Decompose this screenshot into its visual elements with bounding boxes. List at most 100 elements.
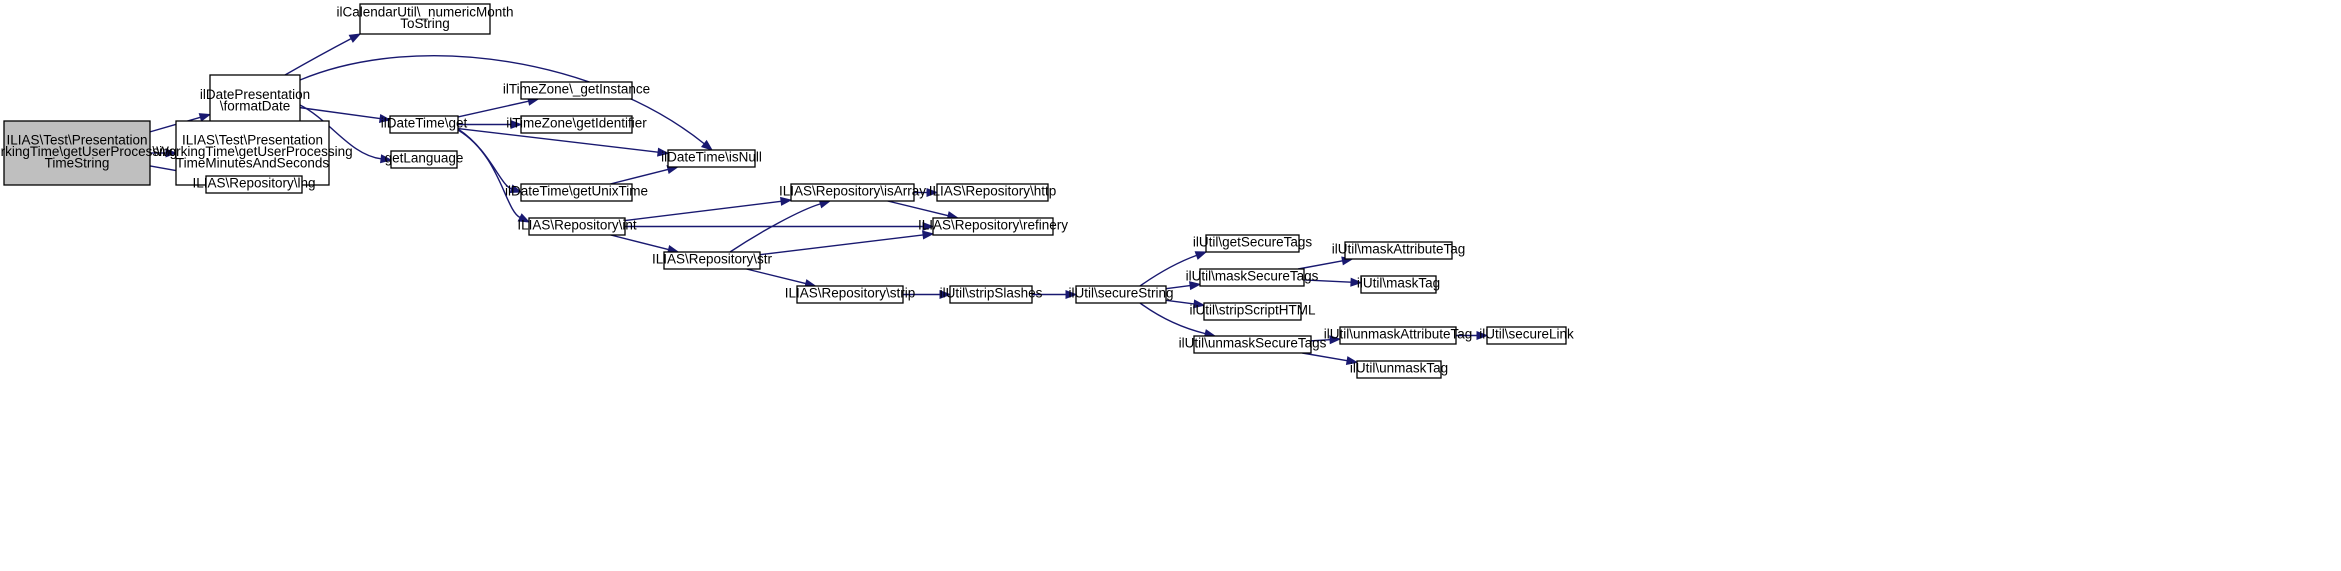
node-stripScriptHTML[interactable]: ilUtil\stripScriptHTML: [1189, 302, 1316, 321]
arrowhead: [509, 184, 523, 193]
edge-line: [299, 104, 382, 160]
node-maskSecureTags[interactable]: ilUtil\maskSecureTags: [1186, 268, 1319, 287]
node-label-line: \formatDate: [220, 98, 291, 113]
edge-line: [887, 200, 949, 217]
node-box: [3, 120, 151, 186]
node-tzGetIdentifier[interactable]: ilTimeZone\getIdentifier: [506, 115, 647, 134]
edge-line: [299, 106, 381, 120]
node-label-line: ToString: [400, 16, 450, 31]
node-box: [1199, 268, 1305, 287]
node-dtGet[interactable]: ilDateTime\get: [381, 115, 468, 134]
node-repoIsArray[interactable]: ILIAS\Repository\isArray: [779, 183, 926, 202]
node-box: [1486, 326, 1567, 345]
node-label-line: ilCalendarUtil\_numericMonth: [336, 4, 513, 19]
node-label-line: ilDatePresentation: [200, 87, 310, 102]
edge-line: [610, 234, 669, 251]
node-box: [1356, 360, 1442, 379]
edge-line: [284, 38, 352, 76]
node-repoInt[interactable]: ILIAS\Repository\int: [517, 217, 637, 236]
edge-line: [1165, 299, 1195, 305]
node-unmaskAttributeTag[interactable]: ilUtil\unmaskAttributeTag: [1324, 326, 1473, 345]
node-box: [520, 81, 633, 100]
node-maskAttributeTag[interactable]: ilUtil\maskAttributeTag: [1332, 241, 1466, 260]
node-label-line: ILIAS\Repository\str: [652, 252, 773, 267]
node-box: [1344, 241, 1453, 260]
node-label-line: ILIAS\Repository\int: [517, 218, 637, 233]
node-getUnixTime[interactable]: ilDateTime\getUnixTime: [505, 183, 648, 202]
edge-maskSecureTags-to-maskAttributeTag: [1297, 256, 1354, 270]
edge-line: [1139, 302, 1206, 335]
edge-line: [624, 200, 782, 222]
node-maskTag[interactable]: ilUtil\maskTag: [1357, 275, 1440, 294]
arrowhead: [922, 221, 935, 232]
edge-line: [149, 116, 201, 133]
edge-line: [746, 268, 806, 285]
edge-line: [610, 168, 669, 185]
arrowhead: [922, 230, 935, 240]
node-lng[interactable]: ILIAS\Repository\lng: [192, 175, 316, 194]
arrowhead: [1194, 251, 1208, 260]
arrowhead: [1329, 335, 1342, 345]
edge-root-to-formatDate: [149, 113, 212, 133]
edge-line: [1139, 254, 1197, 287]
node-getLanguage[interactable]: getLanguage: [385, 150, 464, 169]
edge-line: [457, 127, 659, 153]
node-secureString[interactable]: ilUtil\secureString: [1068, 285, 1174, 304]
node-repoStrip[interactable]: ILIAS\Repository\strip: [785, 285, 916, 304]
node-getSecureTags[interactable]: ilUtil\getSecureTags: [1193, 234, 1313, 253]
node-label-line: ilUtil\unmaskAttributeTag: [1324, 327, 1473, 342]
arrowhead: [780, 196, 793, 206]
edge-root-to-getMinSec: [150, 148, 178, 158]
node-label-line: ilUtil\secureLink: [1479, 327, 1574, 342]
node-box: [359, 3, 491, 35]
edge-repoIsArray-to-repoRefinery: [887, 200, 960, 220]
node-box: [390, 150, 458, 169]
node-label-line: ILIAS\Repository\lng: [192, 176, 315, 191]
arrowhead: [939, 289, 952, 300]
arrowhead: [700, 139, 714, 151]
arrowhead: [380, 154, 393, 164]
edge-formatDate-to-numericMonth: [284, 33, 362, 76]
arrowhead: [1345, 356, 1359, 366]
node-unmaskTag[interactable]: ilUtil\unmaskTag: [1350, 360, 1448, 379]
edge-repoInt-to-repoStr: [610, 234, 680, 254]
node-label-line: ilTimeZone\getIdentifier: [506, 116, 647, 131]
node-repoStr[interactable]: ILIAS\Repository\str: [652, 251, 773, 270]
edge-formatDate-to-dtGet: [299, 106, 392, 123]
node-label-line: getLanguage: [385, 151, 464, 166]
edge-line: [1303, 279, 1352, 283]
edge-line: [457, 129, 521, 219]
node-stripSlashes[interactable]: ilUtil\stripSlashes: [940, 285, 1043, 304]
node-label-line: ilTimeZone\_getInstance: [503, 82, 650, 97]
node-secureLink[interactable]: ilUtil\secureLink: [1479, 326, 1574, 345]
node-box: [932, 217, 1054, 236]
node-box: [936, 183, 1049, 202]
node-root[interactable]: ILIAS\Test\Presentation\WorkingTime\getU…: [0, 120, 177, 186]
node-formatDate[interactable]: ilDatePresentation\formatDate: [200, 74, 310, 129]
node-isNull[interactable]: ilDateTime\isNull: [661, 149, 762, 168]
edge-line: [729, 203, 821, 253]
arrowhead: [378, 113, 392, 123]
edge-getUnixTime-to-isNull: [610, 165, 680, 185]
edge-repoInt-to-repoIsArray: [624, 196, 793, 222]
node-box: [1360, 275, 1437, 294]
arrowhead: [657, 147, 670, 157]
edge-maskSecureTags-to-maskTag: [1303, 277, 1363, 287]
node-unmaskSecureTags[interactable]: ilUtil\unmaskSecureTags: [1179, 335, 1327, 354]
node-box: [205, 175, 303, 194]
node-label-line: ilUtil\unmaskSecureTags: [1179, 336, 1327, 351]
node-label-line: \WorkingTime\getUserProcessing: [0, 144, 177, 159]
edge-secureString-to-stripScriptHTML: [1165, 299, 1206, 309]
node-repoHttp[interactable]: ILIAS\Repository\http: [929, 183, 1057, 202]
arrowhead: [1193, 299, 1206, 309]
node-label-line: ilUtil\maskAttributeTag: [1332, 242, 1466, 257]
node-label-line: TimeMinutesAndSeconds: [176, 156, 330, 171]
node-label-line: \WorkingTime\getUserProcessing: [152, 144, 352, 159]
edge-repoInt-to-repoRefinery: [625, 221, 935, 232]
edge-secureString-to-maskSecureTags: [1165, 281, 1202, 291]
edge-stripSlashes-to-secureString: [1032, 289, 1078, 300]
node-repoRefinery[interactable]: ILIAS\Repository\refinery: [918, 217, 1068, 236]
node-tzGetInstance[interactable]: ilTimeZone\_getInstance: [503, 81, 650, 100]
